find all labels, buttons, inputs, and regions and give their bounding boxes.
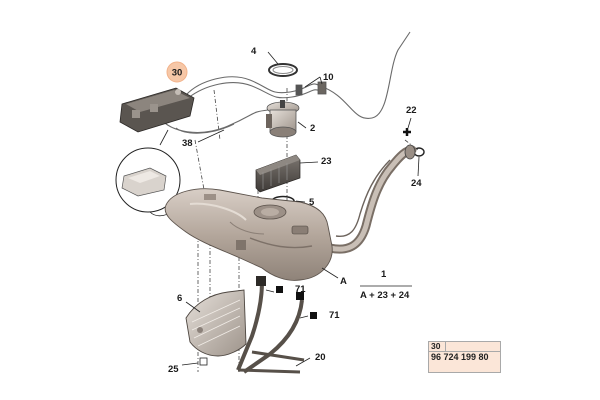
reference-number: 30 — [431, 341, 441, 351]
label-71-bottom: 71 — [329, 310, 340, 321]
label-38: 38 — [182, 138, 193, 149]
tank-straps — [236, 276, 305, 374]
fuel-tank — [164, 188, 333, 281]
reference-divider — [428, 351, 501, 352]
label-1: 1 — [381, 269, 387, 280]
reference-cell-divider — [445, 341, 446, 351]
leader-lines — [181, 51, 420, 367]
reference-box — [428, 341, 501, 373]
filter-pad — [255, 154, 301, 193]
label-2: 2 — [310, 123, 315, 134]
fuel-pump-module — [266, 100, 300, 138]
label-24: 24 — [411, 178, 422, 189]
part-labels: 4 10 22 2 38 23 24 5 A 1 A + 23 + 24 71 … — [168, 46, 422, 375]
label-4: 4 — [251, 46, 257, 57]
detail-circle — [115, 129, 181, 217]
connectors — [295, 81, 327, 96]
label-6: 6 — [177, 293, 182, 304]
locking-ring — [268, 63, 298, 77]
reference-part-code: 96 724 199 80 — [431, 352, 489, 362]
callout-30: 30 — [166, 61, 188, 83]
label-71-top: 71 — [295, 284, 306, 295]
label-22: 22 — [406, 105, 417, 116]
label-10: 10 — [323, 72, 334, 83]
fuel-lines — [159, 31, 411, 134]
fasteners — [199, 286, 317, 366]
heat-shield — [185, 289, 247, 357]
canister-module — [119, 87, 195, 133]
label-formula: A + 23 + 24 — [360, 290, 410, 301]
label-20: 20 — [315, 352, 326, 363]
filler-parts — [403, 128, 425, 157]
label-A: A — [340, 276, 347, 287]
callout-30-label: 30 — [172, 68, 183, 79]
filler-neck — [325, 144, 417, 254]
label-5: 5 — [309, 197, 315, 208]
label-23: 23 — [321, 156, 332, 167]
label-25: 25 — [168, 364, 179, 375]
